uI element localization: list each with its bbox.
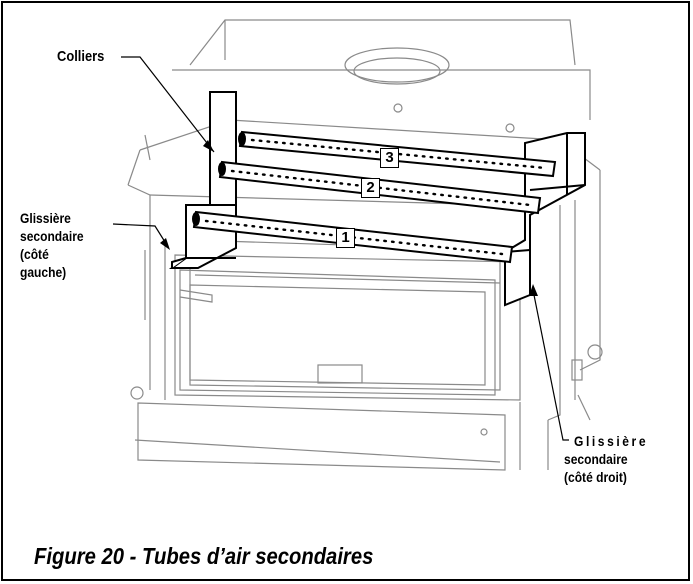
left-rail-label-line3: (côté	[20, 246, 49, 262]
figure-caption: Figure 20 - Tubes d’air secondaires	[34, 543, 374, 569]
leader-lines	[112, 56, 569, 441]
colliers-label: Colliers	[57, 48, 105, 65]
stove-body	[127, 19, 603, 471]
tube-number-3: 3	[380, 148, 399, 168]
tube-number-2: 2	[361, 178, 380, 198]
left-rail-label-line1: Glissière	[20, 210, 71, 226]
right-rail-label-line2: secondaire	[564, 451, 628, 467]
right-rail-label-line1: Glissière	[574, 433, 649, 449]
leader-arrows	[160, 140, 538, 296]
tube-number-1: 1	[336, 228, 355, 248]
right-rail-bracket	[504, 132, 586, 307]
left-rail-label-line2: secondaire	[20, 228, 84, 244]
left-rail-label-line4: gauche)	[20, 264, 67, 280]
tube-2	[218, 160, 542, 215]
left-rail-bracket	[168, 91, 237, 269]
right-rail-label-line3: (côté droit)	[564, 469, 627, 485]
